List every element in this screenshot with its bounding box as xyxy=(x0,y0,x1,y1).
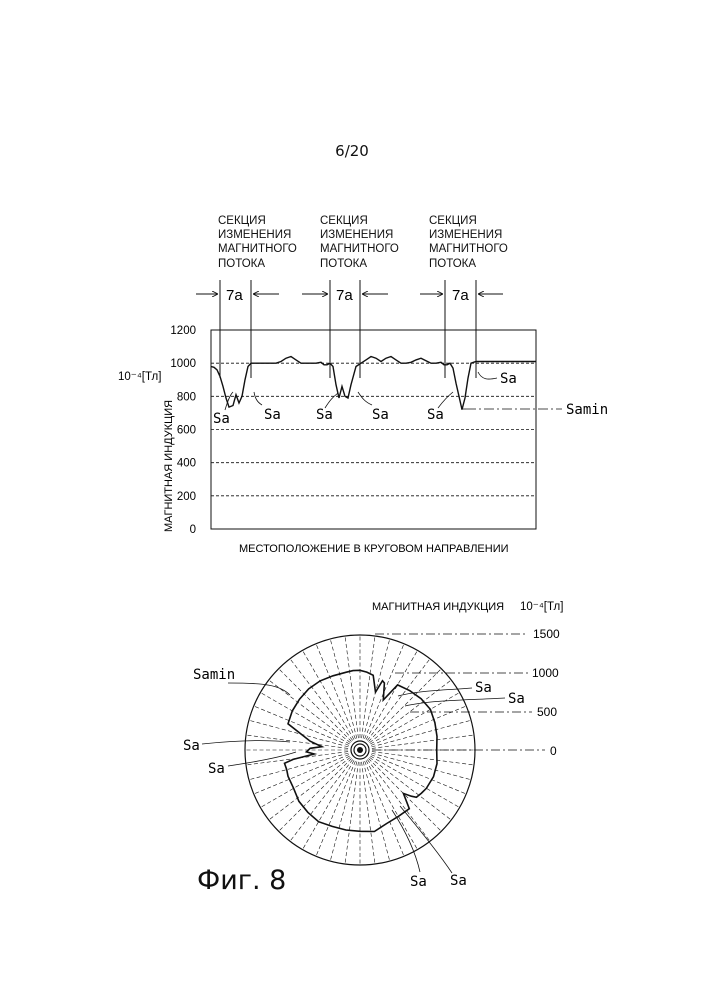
callout-sa-2: Sa xyxy=(264,407,281,423)
polar-spoke xyxy=(345,636,358,738)
leader-polar-sa-4 xyxy=(405,698,505,706)
callout-samin: Samin xyxy=(566,402,608,418)
callout-sa-6: Sa xyxy=(500,371,517,387)
ring-label-1500: 1500 xyxy=(533,627,560,641)
flux-density-curve xyxy=(211,357,536,410)
polar-spoke xyxy=(345,762,358,864)
polar-callout-sa-2: Sa xyxy=(208,761,225,777)
leader-polar-samin xyxy=(228,683,290,695)
polar-callout-sa-5: Sa xyxy=(410,874,427,890)
linear-y-tick-label: 200 xyxy=(177,491,196,503)
dim-label-2: 7a xyxy=(336,287,353,304)
polar-spoke xyxy=(269,757,351,820)
ring-label-1000: 1000 xyxy=(532,666,559,680)
leader-sa-2 xyxy=(254,392,262,405)
polar-spoke xyxy=(279,669,352,742)
polar-spoke xyxy=(330,762,357,861)
polar-spoke xyxy=(372,735,474,748)
polar-spoke xyxy=(366,650,418,739)
polar-spoke xyxy=(372,752,474,765)
polar-spoke xyxy=(249,753,348,780)
polar-spoke xyxy=(372,720,471,747)
linear-y-tick-label: 1200 xyxy=(170,325,196,337)
polar-callout-sa-1: Sa xyxy=(183,738,200,754)
callout-sa-3: Sa xyxy=(316,407,333,423)
polar-spoke xyxy=(330,639,357,738)
polar-spoke xyxy=(370,756,459,808)
polar-callout-samin: Samin xyxy=(193,667,235,683)
polar-spoke xyxy=(368,669,441,742)
callout-sa-5: Sa xyxy=(427,407,444,423)
leader-polar-sa-5 xyxy=(392,810,420,872)
linear-x-axis-label: МЕСТОПОЛОЖЕНИЕ В КРУГОВОМ НАПРАВЛЕНИИ xyxy=(239,543,509,555)
linear-y-tick-label: 600 xyxy=(177,425,196,437)
polar-title: МАГНИТНАЯ ИНДУКЦИЯ xyxy=(372,601,504,613)
dim-label-1: 7a xyxy=(226,287,243,304)
polar-callout-sa-6: Sa xyxy=(450,873,467,889)
polar-spoke xyxy=(367,659,430,741)
leader-sa-6 xyxy=(478,372,497,379)
linear-chart: 0 200 400 600 800 1000 1200 xyxy=(170,325,536,536)
linear-y-tick-label: 400 xyxy=(177,458,196,470)
polar-spoke xyxy=(368,758,441,831)
linear-chart-grid xyxy=(211,363,536,496)
polar-spoke xyxy=(260,756,349,808)
polar-spoke xyxy=(269,680,351,743)
polar-spoke xyxy=(303,650,355,739)
linear-y-tick-label: 800 xyxy=(177,391,196,403)
polar-spoke xyxy=(372,753,471,780)
polar-spoke xyxy=(303,760,355,849)
hub-dot xyxy=(357,747,363,753)
polar-callout-sa-4: Sa xyxy=(508,691,525,707)
linear-y-tick-label: 0 xyxy=(190,524,196,536)
polar-spoke xyxy=(367,760,430,842)
callout-sa-1: Sa xyxy=(213,411,230,427)
ring-label-0: 0 xyxy=(550,744,557,758)
polar-spoke xyxy=(254,755,349,794)
polar-spoke xyxy=(370,680,452,743)
polar-spoke xyxy=(362,636,375,738)
polar-spoke xyxy=(370,757,452,820)
polar-spoke xyxy=(362,762,375,864)
polar-callout-leaders xyxy=(202,683,505,873)
polar-spoke xyxy=(363,639,390,738)
leader-polar-sa-1 xyxy=(202,741,290,744)
polar-spoke xyxy=(279,758,352,831)
polar-spoke xyxy=(371,755,466,794)
dim-label-3: 7a xyxy=(452,287,469,304)
leader-polar-sa-2 xyxy=(228,752,296,766)
polar-center-hub xyxy=(351,741,369,759)
polar-spoke xyxy=(316,644,355,739)
polar-spoke xyxy=(316,761,355,856)
polar-callout-sa-3: Sa xyxy=(475,680,492,696)
linear-y-tick-label: 1000 xyxy=(170,358,196,370)
polar-spoke xyxy=(249,720,348,747)
polar-unit: 10⁻⁴[Тл] xyxy=(520,601,563,613)
polar-spoke xyxy=(254,706,349,745)
polar-spoke xyxy=(365,761,404,856)
linear-y-unit: 10⁻⁴[Тл] xyxy=(118,371,161,383)
linear-y-axis-label: МАГНИТНАЯ ИНДУКЦИЯ xyxy=(163,400,175,532)
callout-sa-4: Sa xyxy=(372,407,389,423)
figure-label: Фиг. 8 xyxy=(197,865,286,896)
polar-spoke xyxy=(246,735,348,748)
leader-sa-3 xyxy=(325,393,338,408)
ring-label-500: 500 xyxy=(537,705,557,719)
leader-sa-5 xyxy=(438,392,453,408)
leader-sa-4 xyxy=(358,392,372,405)
polar-spoke xyxy=(363,762,390,861)
polar-chart xyxy=(245,634,545,865)
polar-spoke xyxy=(366,760,418,849)
